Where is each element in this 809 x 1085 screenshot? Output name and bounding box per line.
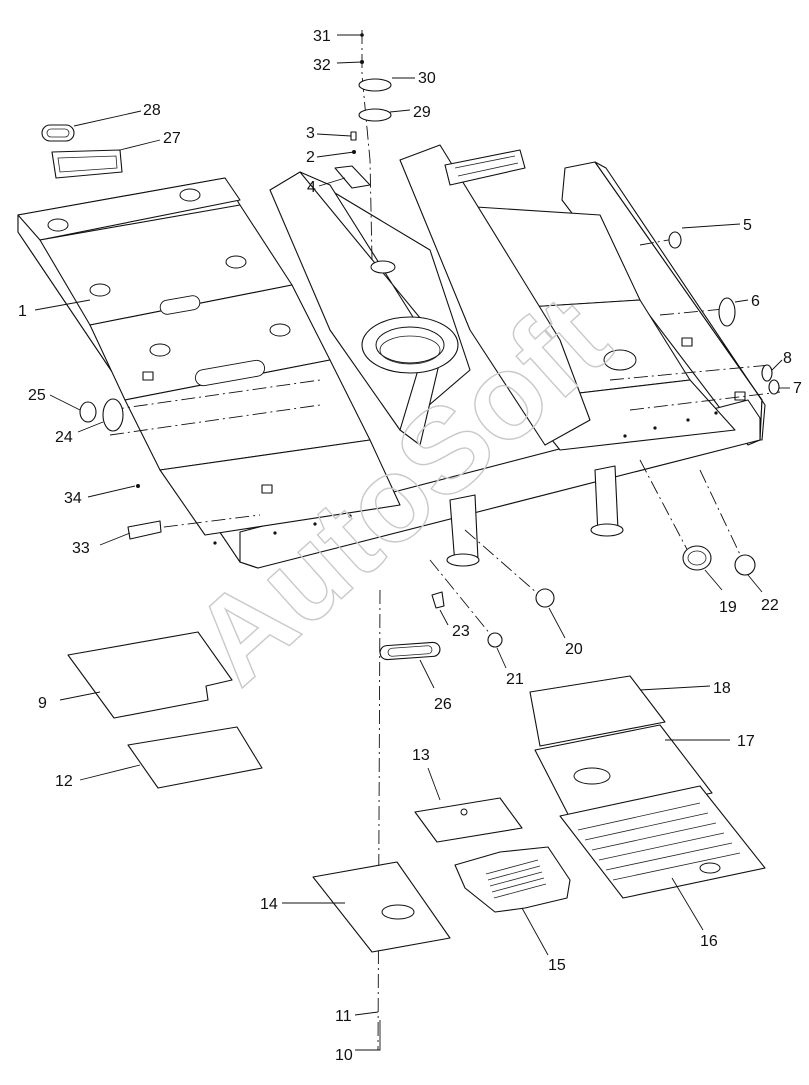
- callout-26: 26: [434, 696, 452, 713]
- callout-7: 7: [793, 380, 802, 397]
- callout-3: 3: [306, 125, 315, 142]
- callout-20: 20: [565, 641, 583, 658]
- callout-14: 14: [260, 896, 278, 913]
- callout-leaders: [34, 34, 790, 1051]
- callout-15: 15: [548, 957, 566, 974]
- callout-28: 28: [143, 102, 161, 119]
- callout-24: 24: [55, 429, 73, 446]
- callout-4: 4: [307, 179, 316, 196]
- callout-11: 11: [335, 1008, 352, 1025]
- callout-31: 31: [313, 28, 331, 45]
- callout-8: 8: [783, 350, 792, 367]
- main-frame: [17, 144, 766, 569]
- callout-16: 16: [700, 933, 718, 950]
- callout-5: 5: [743, 217, 752, 234]
- callout-25: 25: [28, 387, 46, 404]
- callout-numbers: 1 2 3 4 5 6 7 8 9 10 11 12 13 14 15 16 1…: [18, 28, 802, 1064]
- callout-12: 12: [55, 773, 73, 790]
- callout-17: 17: [737, 733, 755, 750]
- callout-6: 6: [751, 293, 760, 310]
- callout-27: 27: [163, 130, 181, 147]
- callout-2: 2: [306, 149, 315, 166]
- callout-33: 33: [72, 540, 90, 557]
- callout-22: 22: [761, 597, 779, 614]
- callout-10: 10: [335, 1047, 353, 1064]
- callout-32: 32: [313, 57, 331, 74]
- callout-1: 1: [18, 303, 27, 320]
- callout-29: 29: [413, 104, 431, 121]
- callout-30: 30: [418, 70, 436, 87]
- callout-21: 21: [506, 671, 524, 688]
- callout-9: 9: [38, 695, 47, 712]
- vent-slots-15: [485, 859, 547, 899]
- vent-slots-16: [577, 802, 741, 881]
- small-parts: [41, 33, 780, 661]
- callout-23: 23: [452, 623, 470, 640]
- center-lines: [109, 30, 781, 1051]
- callout-13: 13: [412, 747, 430, 764]
- cover-plates: [67, 631, 766, 953]
- callout-19: 19: [719, 599, 737, 616]
- callout-34: 34: [64, 490, 82, 507]
- callout-18: 18: [713, 680, 731, 697]
